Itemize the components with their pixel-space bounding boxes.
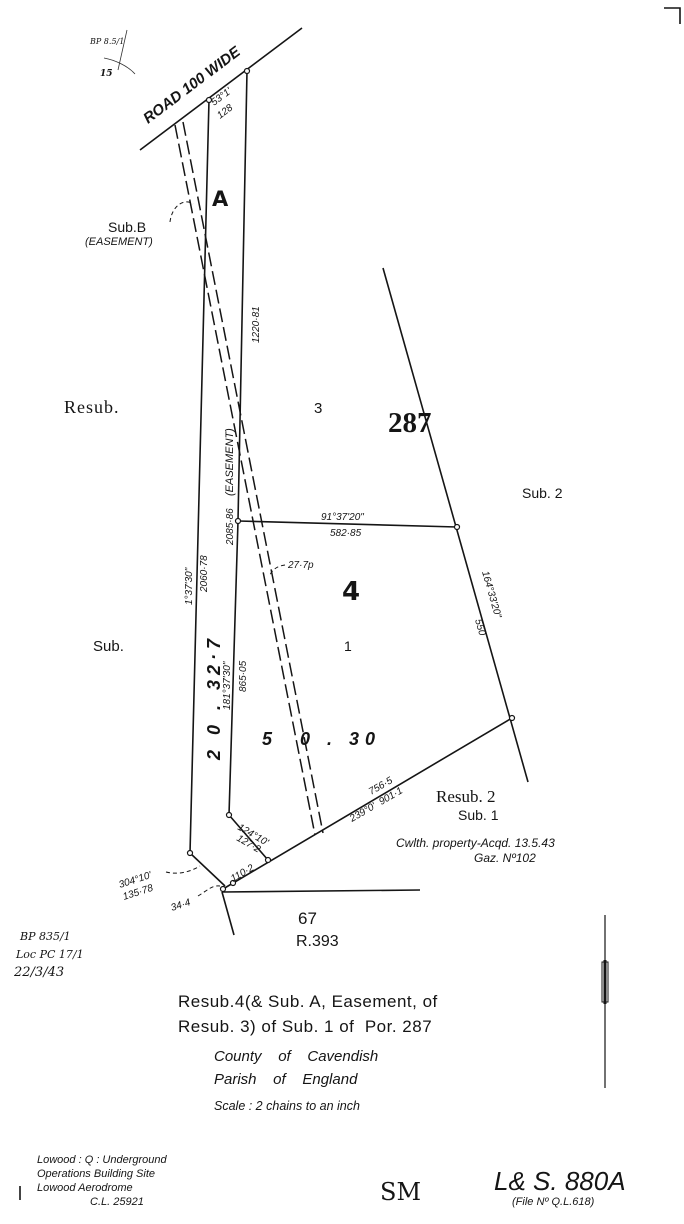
right-bearing: 164°33'20"	[479, 570, 503, 620]
file-number: (File Nº Q.L.618)	[512, 1196, 595, 1208]
corner-mark	[664, 7, 681, 24]
handwritten-top-1: BP 8.5/1	[89, 37, 124, 46]
sub-b-easement-label: (EASEMENT)	[85, 236, 153, 248]
reserve-label: R.393	[296, 933, 339, 950]
top-bearing: 91°37'20"	[321, 512, 364, 523]
right-distance: 550	[472, 618, 487, 637]
parcel-label-a: A	[212, 187, 229, 211]
title-line1: Resub.4(& Sub. A, Easement, of	[178, 992, 438, 1011]
easement-width: 27·7p	[287, 560, 314, 571]
a-right-distance: 1220·81	[251, 306, 262, 343]
initials-signature: SM	[380, 1178, 421, 1206]
easement-dashed-lines	[174, 121, 324, 836]
resub-3-label: 3	[314, 400, 322, 417]
inner-lower-bearing: 181°37'30"	[222, 661, 233, 710]
area-resub-4: 5 0 . 30	[262, 729, 381, 749]
leader-line	[269, 564, 286, 576]
inner-lower-distance: 865·05	[238, 660, 249, 692]
resub-2-sub-label: Sub. 1	[458, 807, 499, 823]
resub-4-label: 4	[342, 577, 360, 607]
sub-b-label: Sub.B	[108, 219, 146, 235]
road-bearing: 53°1'	[209, 85, 235, 108]
leader-line	[197, 885, 221, 897]
survey-points	[186, 67, 516, 893]
sub-1-center-label: 1	[344, 638, 352, 654]
crown-lease-number: C.L. 25921	[90, 1196, 144, 1208]
parish-label: Parish of England	[214, 1071, 358, 1088]
handwritten-note-2: Loc PC 17/1	[15, 948, 84, 961]
county-label: County of Cavendish	[214, 1048, 378, 1065]
handwritten-note-1: BP 835/1	[19, 930, 71, 943]
small-distance: 34·4	[170, 897, 193, 914]
cwlth-note-line1: Cwlth. property-Acqd. 13.5.43	[396, 836, 555, 850]
plan-number: L& S. 880A	[494, 1166, 626, 1196]
cwlth-note-line2: Gaz. Nº102	[474, 851, 536, 865]
leader-line	[169, 201, 194, 223]
location-line2: Operations Building Site	[37, 1168, 155, 1180]
title-line2: Resub. 3) of Sub. 1 of Por. 287	[178, 1017, 432, 1036]
easement-vertical-label: (EASEMENT)	[224, 428, 236, 496]
sub-left-label: Sub.	[93, 638, 124, 655]
short-distance: 110·2	[229, 862, 256, 884]
handwritten-note-3: 22/3/43	[13, 965, 64, 980]
inner-distance: 2085·86	[225, 508, 236, 546]
handwritten-mark	[103, 29, 136, 75]
top-distance: 582·85	[330, 528, 362, 539]
portion-287-label: 287	[388, 407, 432, 439]
left-distance: 2060·78	[199, 555, 210, 593]
scale-label: Scale : 2 chains to an inch	[214, 1099, 360, 1113]
north-arrow	[601, 915, 609, 1088]
location-line3: Lowood Aerodrome	[37, 1182, 133, 1194]
leader-line	[165, 865, 201, 874]
location-line1: Lowood : Q : Underground	[37, 1154, 168, 1166]
area-sub-a: 2 0 . 32·7	[204, 634, 224, 761]
lot-67-label: 67	[298, 909, 317, 928]
road-boundary	[139, 27, 303, 151]
sub-2-label: Sub. 2	[522, 485, 563, 501]
handwritten-top-2: 15	[100, 69, 113, 79]
resub-2-label: Resub. 2	[436, 787, 496, 806]
resub-left-label: Resub.	[64, 397, 120, 417]
left-bearing: 1°37'30"	[184, 567, 195, 605]
